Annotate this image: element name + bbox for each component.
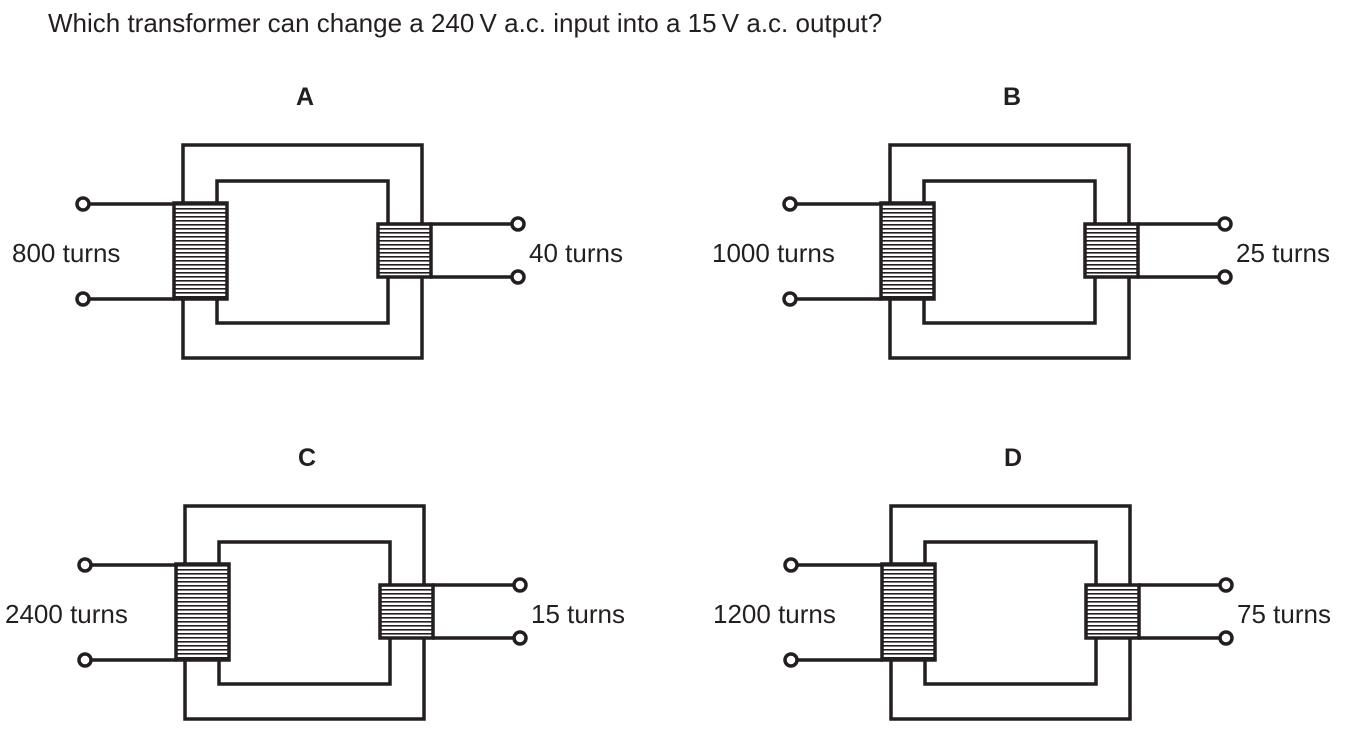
- secondary-coil: [378, 583, 435, 640]
- panel-label: D: [1004, 444, 1022, 472]
- primary-terminal-bottom: [782, 291, 798, 307]
- secondary-terminal-bottom: [510, 269, 526, 285]
- primary-coil: [879, 201, 936, 301]
- primary-turns-label: 2400 turns: [5, 599, 128, 629]
- primary-coil: [172, 201, 229, 301]
- transformer-c: C 2400 turns 15 turns: [5, 444, 625, 721]
- transformer-d: D 1200 turns 75 turns: [713, 444, 1331, 721]
- primary-turns-label: 800 turns: [12, 238, 120, 268]
- primary-terminal-top: [75, 196, 91, 212]
- primary-turns-label: 1200 turns: [713, 599, 836, 629]
- core-inner: [923, 540, 1098, 686]
- secondary-turns-label: 15 turns: [531, 599, 625, 629]
- primary-terminal-bottom: [75, 291, 91, 307]
- panel-label: C: [298, 444, 316, 472]
- primary-terminal-bottom: [77, 652, 93, 668]
- panel-label: B: [1003, 83, 1021, 111]
- core-inner: [217, 540, 392, 686]
- secondary-coil: [376, 222, 433, 279]
- secondary-turns-label: 75 turns: [1237, 599, 1331, 629]
- primary-terminal-top: [782, 196, 798, 212]
- secondary-turns-label: 25 turns: [1236, 238, 1330, 268]
- secondary-turns-label: 40 turns: [529, 238, 623, 268]
- secondary-terminal-top: [1217, 216, 1233, 232]
- secondary-terminal-bottom: [1217, 269, 1233, 285]
- primary-coil: [174, 562, 231, 662]
- primary-terminal-bottom: [783, 652, 799, 668]
- secondary-terminal-bottom: [1218, 630, 1234, 646]
- secondary-terminal-top: [1218, 577, 1234, 593]
- secondary-terminal-bottom: [512, 630, 528, 646]
- transformer-b: B 1000 turns 25 turns: [712, 83, 1330, 360]
- primary-terminal-top: [783, 557, 799, 573]
- core-inner: [215, 179, 390, 325]
- secondary-terminal-top: [512, 577, 528, 593]
- primary-terminal-top: [77, 557, 93, 573]
- question-text: Which transformer can change a 240 V a.c…: [48, 8, 883, 38]
- primary-coil: [880, 562, 937, 662]
- core-inner: [922, 179, 1097, 325]
- transformer-a: A 800 turns 40 turns: [12, 83, 623, 360]
- primary-turns-label: 1000 turns: [712, 238, 835, 268]
- secondary-terminal-top: [510, 216, 526, 232]
- panel-label: A: [296, 83, 314, 111]
- secondary-coil: [1084, 583, 1141, 640]
- secondary-coil: [1083, 222, 1140, 279]
